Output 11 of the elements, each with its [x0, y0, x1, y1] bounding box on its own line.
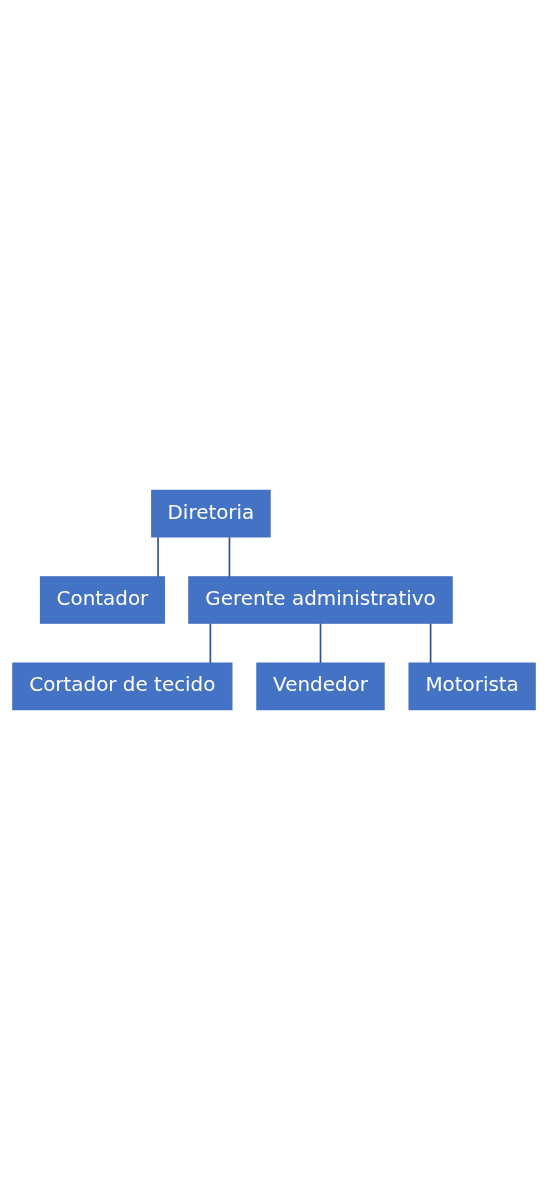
- node-box: Gerente administrativo: [188, 576, 453, 624]
- node-box: Contador: [39, 576, 165, 624]
- connector: [228, 536, 231, 578]
- node-box: Diretoria: [151, 489, 271, 538]
- node-box: Motorista: [408, 662, 536, 711]
- node-box: Vendedor: [256, 662, 385, 711]
- connector: [429, 622, 432, 664]
- node-box: Cortador de tecido: [12, 662, 233, 711]
- connector: [209, 622, 212, 664]
- connector: [157, 536, 159, 578]
- connector: [319, 622, 322, 664]
